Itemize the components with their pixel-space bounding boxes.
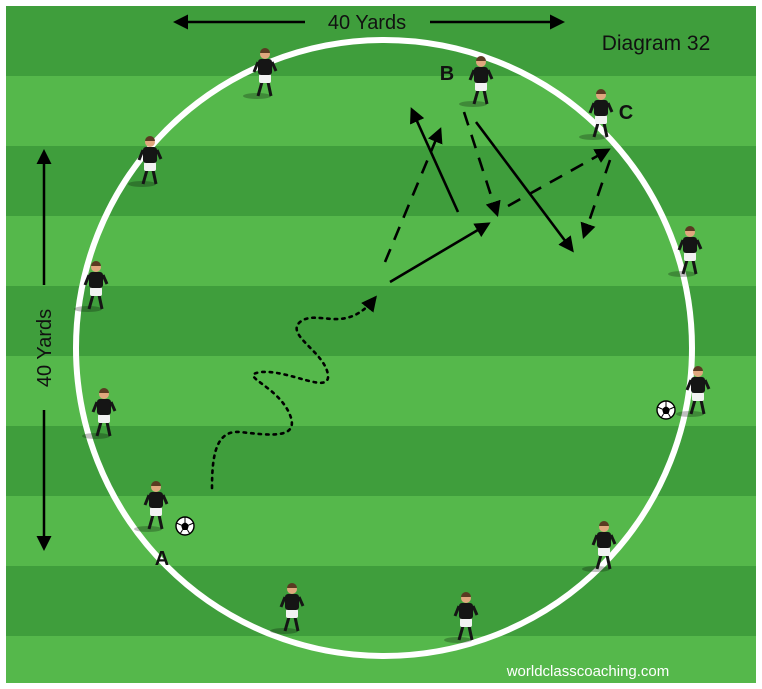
side-dimension: 40 Yards — [34, 149, 56, 551]
stripe-3 — [6, 146, 756, 216]
side-dimension-label: 40 Yards — [34, 309, 56, 387]
player — [444, 592, 479, 643]
stripe-7 — [6, 426, 756, 496]
run-b-solid — [474, 121, 574, 253]
player-label-c: C — [619, 102, 633, 124]
playing-circle — [73, 37, 695, 659]
player — [82, 388, 117, 439]
pass-b-dashed — [462, 111, 501, 217]
pass-to-c-dashed — [507, 148, 611, 208]
pass-a-to-middle — [389, 222, 491, 284]
pitch — [6, 6, 756, 683]
ball-2 — [656, 400, 676, 420]
player — [459, 56, 494, 107]
player — [270, 583, 305, 634]
pass-c-dashed-down — [580, 159, 612, 239]
run-solid-up — [410, 107, 460, 213]
diagram-title: Diagram 32 — [602, 32, 711, 55]
stripe-6 — [6, 356, 756, 426]
stripe-10 — [6, 636, 756, 683]
ball-1 — [175, 516, 195, 536]
stripe-2 — [6, 76, 756, 146]
player — [134, 481, 169, 532]
movement-arrows — [383, 107, 612, 284]
player-label-a: A — [155, 548, 169, 570]
player — [582, 521, 617, 572]
player — [668, 226, 703, 277]
player — [74, 261, 109, 312]
players — [74, 48, 711, 643]
player-label-b: B — [440, 63, 454, 85]
dribble-path — [210, 295, 377, 490]
player — [128, 136, 163, 187]
watermark: worldclasscoaching.com — [506, 663, 670, 680]
stripe-4 — [6, 216, 756, 286]
player — [579, 89, 614, 140]
top-dimension-label: 40 Yards — [328, 12, 406, 34]
stripe-5 — [6, 286, 756, 356]
player — [676, 366, 711, 417]
player — [243, 48, 278, 99]
top-dimension: 40 Yards — [173, 12, 565, 34]
stripe-9 — [6, 566, 756, 636]
